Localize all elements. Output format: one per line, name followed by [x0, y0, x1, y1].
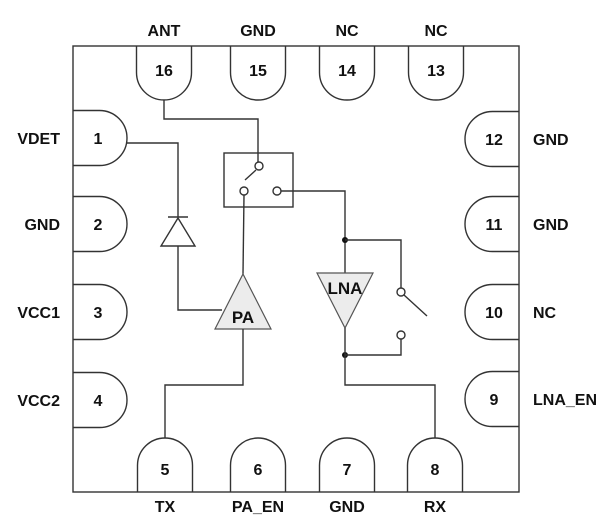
pin-3: 3 VCC1: [17, 283, 128, 341]
pin-12: 12 GND: [464, 110, 569, 168]
ant-trace: [163, 100, 259, 162]
pin-number: 3: [94, 305, 103, 322]
bypass-contact: [396, 287, 406, 297]
bypass-trace: [345, 239, 402, 288]
pin-number: 1: [94, 131, 103, 148]
detector-diode: [159, 216, 197, 247]
pin-pad: [73, 371, 128, 429]
pin-label: NC: [533, 305, 557, 322]
pin-4: 4 VCC2: [17, 371, 128, 429]
bypass-switch-blade: [403, 294, 428, 317]
pin-number: 7: [343, 462, 352, 479]
rx-pin-trace: [344, 328, 436, 438]
pin-pad: [73, 283, 128, 341]
pin-1: 1 VDET: [17, 109, 128, 167]
pin-label: LNA_EN: [533, 392, 597, 409]
pin-6: 6PA_EN: [229, 437, 287, 516]
pin-pad: [229, 46, 287, 101]
pin-14: 14 NC: [318, 23, 376, 101]
vdet-trace: [127, 142, 179, 217]
pin-label: NC: [424, 23, 448, 40]
chip-outline: [72, 45, 520, 493]
pin-pad: [464, 110, 519, 168]
pin-5: 5TX: [136, 437, 194, 516]
pin-pad: [464, 283, 519, 341]
switch-common-contact: [254, 161, 264, 171]
pin-label: GND: [240, 23, 276, 40]
pin-number: 9: [490, 392, 499, 409]
bypass-trace: [345, 339, 402, 356]
diode-pa-trace: [177, 246, 222, 311]
pin-15: 15 GND: [229, 23, 287, 101]
switch-blade: [244, 169, 257, 181]
pin-pad: [73, 109, 128, 167]
pin-11: 11 GND: [464, 195, 569, 253]
pin-number: 14: [338, 63, 356, 80]
pin-number: 6: [254, 462, 263, 479]
pin-label: NC: [335, 23, 359, 40]
pin-label: ANT: [148, 23, 181, 40]
switch-tx-contact: [239, 186, 249, 196]
lna-amplifier: [316, 272, 374, 330]
pin-label: GND: [329, 499, 365, 516]
pin-label: VCC1: [17, 305, 60, 322]
pin-label: VDET: [17, 131, 60, 148]
pin-10: 10 NC: [464, 283, 557, 341]
pin-2: 2 GND: [24, 195, 128, 253]
pin-number: 13: [427, 63, 445, 80]
pin-label: RX: [424, 499, 447, 516]
pin-pad: [318, 46, 376, 101]
bypass-contact: [396, 330, 406, 340]
pin-label: PA_EN: [232, 499, 284, 516]
pin-number: 2: [94, 217, 103, 234]
tx-pin-trace: [164, 329, 244, 438]
pin-label: GND: [533, 217, 569, 234]
pin-number: 4: [94, 393, 103, 410]
pin-number: 5: [161, 462, 170, 479]
pin-pad: [464, 370, 519, 428]
tx-trace: [242, 194, 245, 275]
pin-8: 8RX: [406, 437, 464, 516]
pin-label: VCC2: [17, 393, 60, 410]
pin-number: 11: [486, 217, 503, 234]
pin-label: GND: [24, 217, 60, 234]
pin-number: 10: [485, 305, 503, 322]
pin-9: 9 LNA_EN: [464, 370, 597, 428]
pin-16: 16 ANT: [135, 23, 193, 101]
pin-pad: [318, 437, 376, 492]
pa-label: PA: [232, 308, 254, 327]
pin-label: GND: [533, 132, 569, 149]
pin-label: TX: [155, 499, 176, 516]
pin-pad: [229, 437, 287, 492]
pin-number: 16: [155, 63, 173, 80]
rf-switch: [223, 152, 294, 208]
rx-trace: [281, 190, 346, 273]
pin-pad: [464, 195, 519, 253]
pin-number: 15: [249, 63, 267, 80]
pin-number: 12: [485, 132, 503, 149]
pin-13: 13 NC: [407, 23, 465, 101]
pin-pad: [73, 195, 128, 253]
switch-rx-contact: [272, 186, 282, 196]
lna-label: LNA: [328, 279, 363, 298]
pin-number: 8: [431, 462, 440, 479]
pin-pad: [407, 46, 465, 101]
